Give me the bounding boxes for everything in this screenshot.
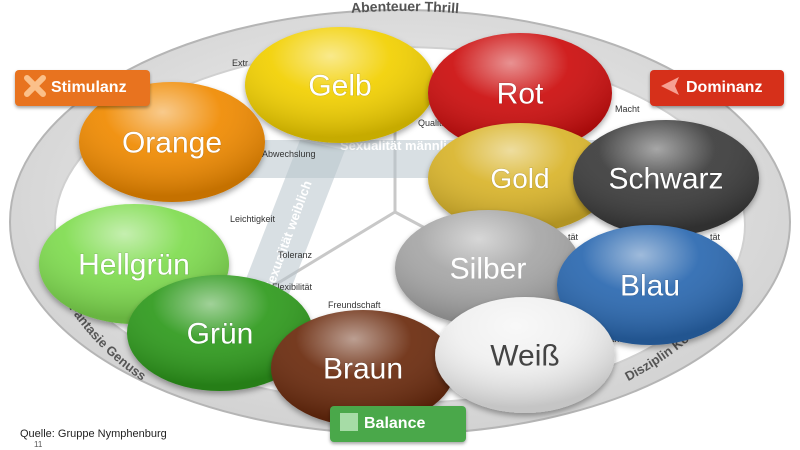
arrow-left-icon [658, 74, 682, 103]
keyword: Abwechslung [262, 149, 316, 159]
color-oval-label: Braun [323, 353, 403, 386]
color-oval-label: Blau [620, 270, 680, 303]
color-oval-gloss [127, 275, 313, 391]
ring-label-top: Abenteuer Thrill [350, 0, 459, 16]
color-oval-label: Orange [122, 127, 222, 160]
source-credit: Quelle: Gruppe Nymphenburg [20, 428, 167, 440]
color-oval-gloss [557, 225, 743, 345]
stimulanz-label: Stimulanz [51, 79, 127, 96]
color-oval-label: Grün [187, 318, 254, 351]
stimulanz-badge: Stimulanz [15, 70, 150, 106]
color-oval-gelb: Gelb [245, 27, 435, 143]
dominanz-label: Dominanz [686, 79, 763, 96]
color-oval-gloss [395, 210, 581, 326]
color-oval-gloss [245, 27, 435, 143]
keyword: Freundschaft [328, 300, 381, 310]
cross-icon [23, 74, 47, 103]
square-icon [338, 411, 360, 438]
color-oval-gloss [428, 33, 612, 153]
balance-label: Balance [364, 415, 426, 432]
color-oval-label: Weiß [490, 340, 559, 373]
color-oval-weiß: Weiß [435, 297, 615, 413]
color-oval-gloss [79, 82, 265, 202]
color-oval-schwarz: Schwarz [573, 120, 759, 236]
color-oval-grün: Grün [127, 275, 313, 391]
color-oval-gloss [573, 120, 759, 236]
keyword: tät [568, 232, 579, 242]
color-oval-rot: Rot [428, 33, 612, 153]
keyword: Toleranz [278, 250, 313, 260]
keyword: Flexibilität [272, 282, 313, 292]
keyword: Macht [615, 104, 640, 114]
keyword: Qualität [418, 118, 450, 128]
color-oval-braun: Braun [271, 310, 455, 426]
band-label-horizontal: Sexualität männlich [340, 138, 462, 153]
keywords: Extr Macht Abwechslung Leichtigkeit Tole… [230, 58, 721, 344]
color-oval-gloss [428, 123, 612, 233]
color-oval-orange: Orange [79, 82, 265, 202]
color-oval-gloss [271, 310, 455, 426]
keyword: Extr [232, 58, 248, 68]
color-oval-silber: Silber [395, 210, 581, 326]
color-oval-label: Gelb [308, 70, 371, 103]
color-oval-label: Schwarz [608, 163, 723, 196]
keyword: tät [710, 232, 721, 242]
color-oval-gold: Gold [428, 123, 612, 233]
color-oval-label: Silber [450, 253, 527, 286]
page-number: 11 [34, 440, 43, 449]
color-oval-hellgrün: Hellgrün [39, 204, 229, 324]
dominanz-badge: Dominanz [650, 70, 784, 106]
color-oval-blau: Blau [557, 225, 743, 345]
balance-badge: Balance [330, 406, 466, 442]
color-oval-gloss [435, 297, 615, 413]
color-oval-label: Gold [490, 163, 549, 194]
color-oval-label: Rot [497, 78, 544, 111]
keyword: Leichtigkeit [230, 214, 276, 224]
color-oval-label: Hellgrün [78, 249, 190, 282]
